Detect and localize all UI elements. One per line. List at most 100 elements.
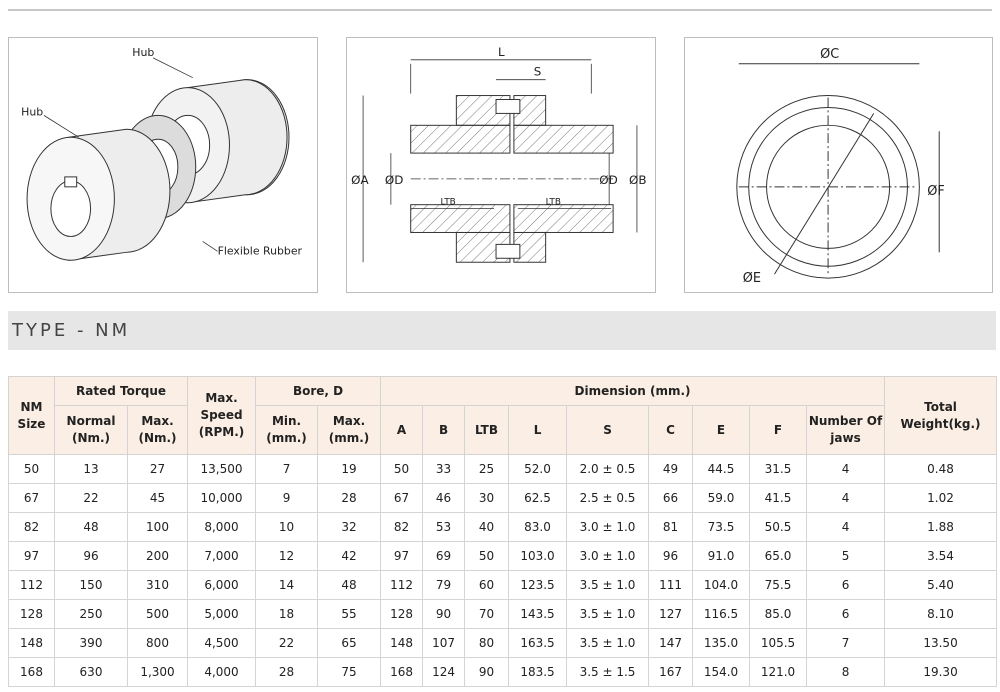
- table-cell: 6: [806, 570, 886, 600]
- table-cell: 128: [380, 599, 424, 629]
- table-cell: 2.5 ± 0.5: [566, 483, 650, 513]
- table-cell: 96: [54, 541, 128, 571]
- table-cell: 28: [317, 483, 382, 513]
- table-cell: 75: [317, 657, 382, 687]
- table-cell: 28: [255, 657, 319, 687]
- dim-phiD-left-label: ØD: [385, 173, 404, 187]
- table-cell: 121.0: [749, 657, 808, 687]
- header-bore-max: Max. (mm.): [317, 405, 382, 455]
- table-cell: 19: [317, 454, 382, 484]
- table-cell: 50: [8, 454, 55, 484]
- dim-phiA-label: ØA: [351, 173, 369, 187]
- top-divider: [8, 9, 992, 11]
- table-cell: 128: [8, 599, 55, 629]
- table-cell: 100: [126, 512, 189, 542]
- header-dim-C: C: [648, 405, 694, 455]
- table-cell: 4,500: [187, 628, 257, 658]
- table-cell: 62.5: [508, 483, 568, 513]
- table-cell: 12: [255, 541, 319, 571]
- table-cell: 183.5: [508, 657, 568, 687]
- table-cell: 3.5 ± 1.5: [566, 657, 650, 687]
- table-header-row-1: NM Size Rated Torque Max. Speed (RPM.) B…: [8, 376, 998, 455]
- header-number-of-jaws: Number Of jaws: [806, 405, 886, 455]
- table-cell: 154.0: [692, 657, 751, 687]
- table-cell: 65.0: [749, 541, 808, 571]
- table-cell: 3.54: [884, 541, 998, 571]
- table-cell: 31.5: [749, 454, 808, 484]
- table-cell: 32: [317, 512, 382, 542]
- table-cell: 30: [464, 483, 510, 513]
- table-cell: 82: [380, 512, 424, 542]
- coupling-isometric-drawing: Hub Hub Flexible Rubber: [21, 46, 303, 261]
- table-cell: 50.5: [749, 512, 808, 542]
- dim-phiB-label: ØB: [629, 173, 647, 187]
- table-cell: 2.0 ± 0.5: [566, 454, 650, 484]
- table-cell: 40: [464, 512, 510, 542]
- table-cell: 143.5: [508, 599, 568, 629]
- table-cell: 25: [464, 454, 510, 484]
- table-cell: 66: [648, 483, 694, 513]
- dim-LTB-right-label: LTB: [546, 198, 561, 208]
- table-cell: 82: [8, 512, 55, 542]
- table-cell: 3.0 ± 1.0: [566, 512, 650, 542]
- header-max-torque: Max. (Nm.): [126, 405, 189, 455]
- dim-S-label: S: [534, 65, 542, 79]
- table-cell: 18: [255, 599, 319, 629]
- header-dim-A: A: [380, 405, 424, 455]
- table-cell: 45: [126, 483, 189, 513]
- section-title: TYPE - NM: [12, 320, 131, 341]
- table-cell: 8: [806, 657, 886, 687]
- table-cell: 81: [648, 512, 694, 542]
- table-cell: 167: [648, 657, 694, 687]
- table-cell: 80: [464, 628, 510, 658]
- table-cell: 97: [8, 541, 55, 571]
- hub-left-label: Hub: [21, 105, 43, 118]
- table-cell: 4: [806, 512, 886, 542]
- table-cell: 168: [8, 657, 55, 687]
- table-cell: 55: [317, 599, 382, 629]
- header-max-speed: Max. Speed (RPM.): [187, 376, 257, 455]
- table-cell: 310: [126, 570, 189, 600]
- header-total-weight: Total Weight(kg.): [884, 376, 998, 455]
- header-dim-L: L: [508, 405, 568, 455]
- table-cell: 250: [54, 599, 128, 629]
- table-cell: 500: [126, 599, 189, 629]
- table-cell: 48: [317, 570, 382, 600]
- header-dim-F: F: [749, 405, 808, 455]
- coupling-section-panel: L S ØA ØD LTB LTB ØD ØB: [346, 37, 656, 293]
- table-cell: 8.10: [884, 599, 998, 629]
- table-cell: 5.40: [884, 570, 998, 600]
- coupling-front-panel: ØC ØF ØE: [684, 37, 993, 293]
- dim-phiF-label: ØF: [927, 184, 945, 199]
- table-cell: 163.5: [508, 628, 568, 658]
- table-cell: 390: [54, 628, 128, 658]
- coupling-section-drawing: L S ØA ØD LTB LTB ØD ØB: [351, 45, 647, 263]
- table-cell: 52.0: [508, 454, 568, 484]
- table-cell: 42: [317, 541, 382, 571]
- table-cell: 65: [317, 628, 382, 658]
- table-cell: 168: [380, 657, 424, 687]
- table-cell: 3.5 ± 1.0: [566, 599, 650, 629]
- header-nm-size: NM Size: [8, 376, 55, 455]
- table-cell: 46: [422, 483, 466, 513]
- table-cell: 6,000: [187, 570, 257, 600]
- table-cell: 22: [54, 483, 128, 513]
- table-cell: 124: [422, 657, 466, 687]
- table-cell: 630: [54, 657, 128, 687]
- table-cell: 5: [806, 541, 886, 571]
- table-cell: 44.5: [692, 454, 751, 484]
- table-cell: 90: [422, 599, 466, 629]
- dim-phiC-label: ØC: [820, 47, 839, 62]
- header-normal-torque: Normal (Nm.): [54, 405, 128, 455]
- table-cell: 111: [648, 570, 694, 600]
- table-cell: 70: [464, 599, 510, 629]
- table-cell: 105.5: [749, 628, 808, 658]
- table-cell: 3.0 ± 1.0: [566, 541, 650, 571]
- table-cell: 13.50: [884, 628, 998, 658]
- table-cell: 13: [54, 454, 128, 484]
- table-cell: 5,000: [187, 599, 257, 629]
